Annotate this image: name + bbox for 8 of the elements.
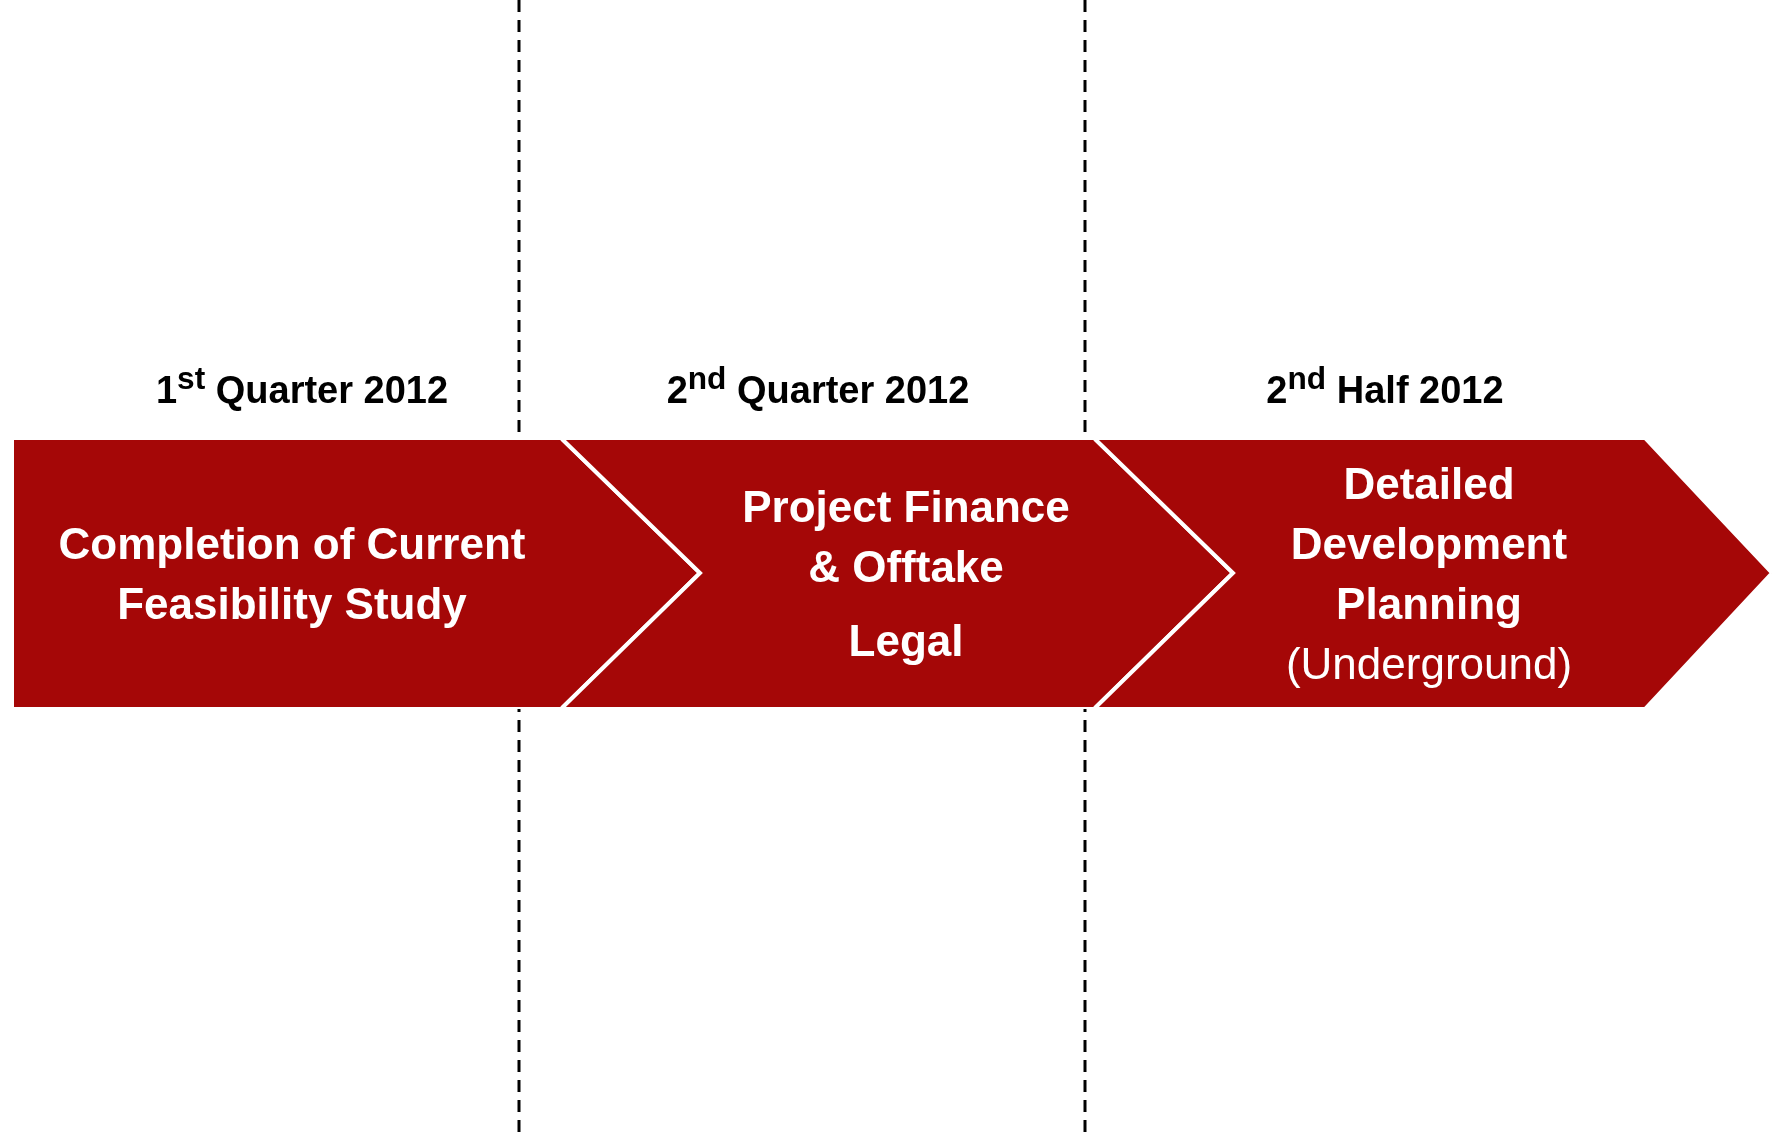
- step-note: (Underground): [1285, 637, 1573, 690]
- period-heading: 2$^{nd}$ Quarter 2012: [666, 360, 970, 412]
- step-note: Legal: [848, 614, 964, 667]
- period-heading: 2$^{nd}$ Half 2012: [1266, 360, 1504, 412]
- step-title: Detailed Development Planning: [1289, 457, 1569, 630]
- step-title: Project Finance & Offtake: [741, 480, 1071, 593]
- period-heading: 1$^{st}$ Quarter 2012: [155, 360, 449, 412]
- step-title: Completion of Current Feasibility Study: [57, 517, 527, 630]
